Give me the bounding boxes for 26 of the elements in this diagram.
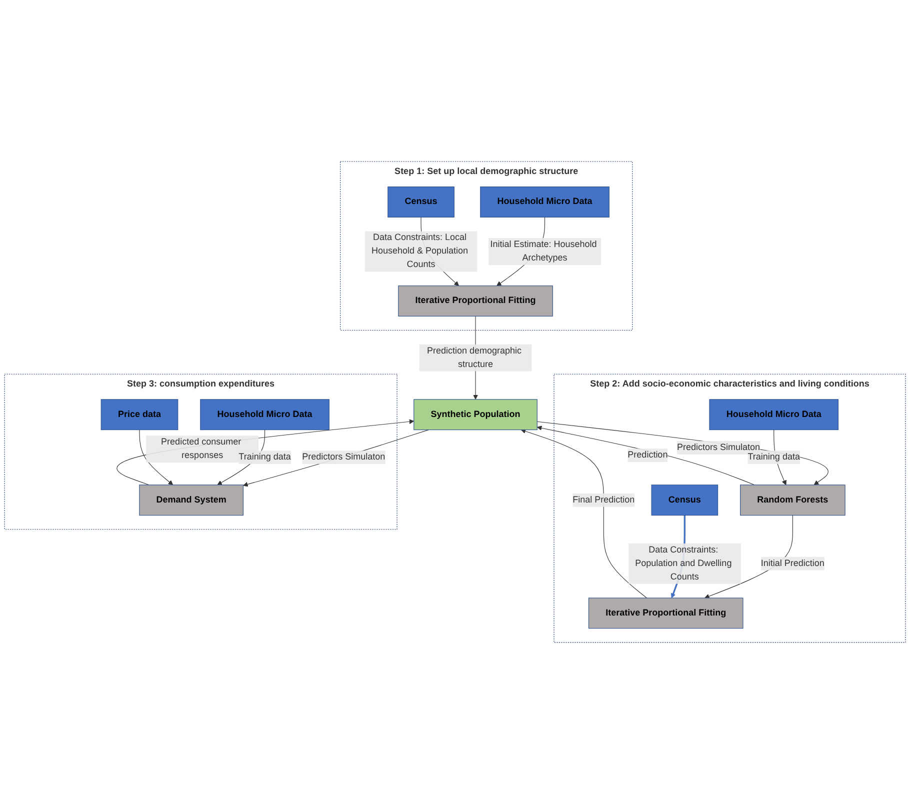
edge-label: Initial Prediction — [760, 558, 824, 568]
edge-label: Prediction demographic structure — [426, 346, 522, 369]
node-box: Household Micro Data — [480, 186, 610, 217]
edge-label: Predictors Simulaton — [302, 452, 386, 462]
arrow — [139, 429, 174, 485]
edge-label: Final Prediction — [572, 494, 635, 504]
node-box: Census — [651, 484, 718, 516]
node-box: Price data — [100, 398, 178, 430]
node-box: Iterative Proportional Fitting — [398, 285, 553, 316]
edge-label: Initial Estimate: Household Archetypes — [490, 239, 597, 262]
edge-label: Prediction — [628, 450, 668, 460]
node-box: Synthetic Population — [414, 398, 538, 430]
node-box: Random Forests — [740, 484, 846, 516]
edge-label: Predictors Simulaton — [677, 442, 760, 452]
node-box: Iterative Proportional Fitting — [588, 597, 744, 628]
edge-label: Training data — [748, 452, 800, 462]
node-box: Household Micro Data — [200, 398, 330, 430]
arrow — [520, 428, 648, 598]
arrow — [242, 429, 429, 486]
node-box: Household Micro Data — [709, 398, 839, 430]
node-box: Census — [388, 186, 454, 217]
edge-label: Data Constraints: Population and Dwelling Counts — [635, 544, 732, 582]
node-box: Demand System — [139, 484, 244, 516]
arrow — [536, 425, 755, 485]
edge-label: Data Constraints: Local Household & Population Counts — [371, 232, 468, 270]
edge-label: Training data — [238, 452, 291, 462]
